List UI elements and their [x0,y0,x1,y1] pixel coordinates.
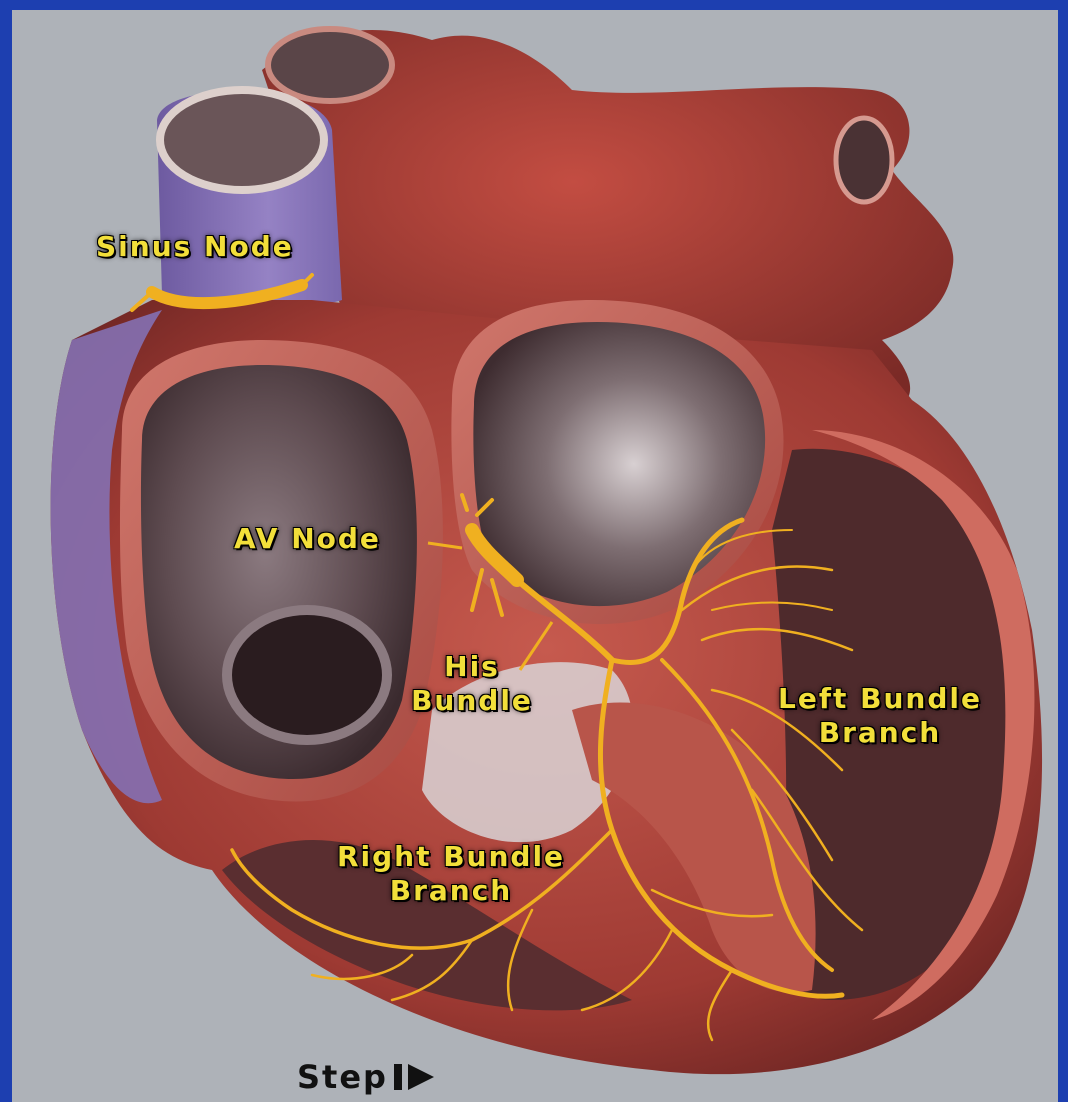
label-left-bundle-line2: Branch [730,716,1030,750]
illustration-stage: Sinus Node AV Node His Bundle Left Bundl… [12,10,1058,1102]
step-forward-icon [392,1062,438,1092]
frame-left-border [0,0,12,1102]
label-his-bundle: His Bundle [382,650,562,718]
aorta-opening [268,29,392,101]
label-his-bundle-line1: His [382,650,562,684]
vena-cava-opening [160,90,324,190]
label-right-bundle-line1: Right Bundle [286,840,616,874]
label-right-bundle-branch: Right Bundle Branch [286,840,616,908]
label-av-node: AV Node [234,522,381,556]
tricuspid-opening [227,610,387,740]
step-button[interactable]: Step [297,1058,438,1096]
frame-right-border [1058,0,1068,1102]
step-button-label: Step [297,1058,388,1096]
label-right-bundle-line2: Branch [286,874,616,908]
label-his-bundle-line2: Bundle [382,684,562,718]
label-left-bundle-branch: Left Bundle Branch [730,682,1030,750]
label-sinus-node: Sinus Node [96,230,294,264]
pulmonary-artery-opening [836,118,892,202]
label-left-bundle-line1: Left Bundle [730,682,1030,716]
frame-top-border [0,0,1068,10]
heart-illustration [12,10,1058,1102]
